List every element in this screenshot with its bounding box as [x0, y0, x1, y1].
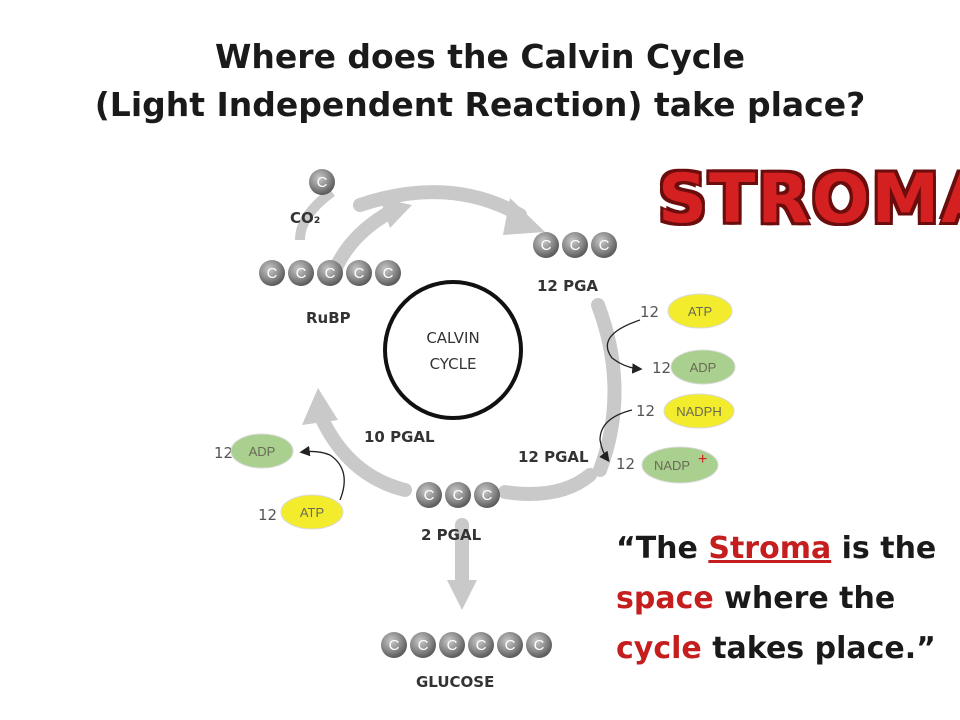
quote-mid: is the [831, 531, 937, 566]
carbon-atom [526, 632, 552, 658]
glucose-label: GLUCOSE [416, 673, 494, 691]
arrowhead-top [503, 198, 545, 235]
co2-label: CO₂ [290, 209, 320, 227]
stroma-definition-quote: “The Stroma is the space where the cycle t… [616, 524, 956, 674]
quote-end: takes place.” [701, 631, 936, 666]
arrowhead-down [447, 580, 477, 610]
arrowhead-left [302, 388, 338, 425]
carbon-atom [259, 260, 285, 286]
molecule-name: ATP [300, 505, 324, 520]
page-title-line-1: Where does the Calvin Cycle [215, 37, 745, 76]
page-title-line-2: (Light Independent Reaction) take place? [94, 85, 866, 124]
molecule-count: 12 [214, 444, 233, 462]
carbon-atom [346, 260, 372, 286]
adp-ellipse [230, 433, 294, 469]
carbon-label: C [317, 174, 328, 191]
molecule-name: NADP [654, 458, 690, 473]
carbon-atom [468, 632, 494, 658]
carbon-atom [474, 482, 500, 508]
carbon-atom [410, 632, 436, 658]
arc-lower-left [311, 403, 412, 497]
molecule-count: 12 [636, 402, 655, 420]
center-label-line-1: CALVIN [426, 329, 479, 347]
molecule-name: ATP [688, 304, 712, 319]
molecule-count: 12 [652, 359, 671, 377]
co2-entry-arc [295, 187, 335, 241]
pgal2-label: 2 PGAL [421, 526, 482, 544]
molecule-name: NADPH [676, 404, 722, 419]
carbon-atom [533, 232, 559, 258]
nadph-nadp-arrow [599, 409, 633, 463]
carbon-atom [309, 169, 335, 195]
center-label-line-2: CYCLE [430, 355, 477, 373]
glucose-molecule: C C C C C C [381, 632, 552, 658]
molecule-count: 12 [616, 455, 635, 473]
adp-out-right: 12 ADP [652, 349, 736, 385]
carbon-atom [445, 482, 471, 508]
carbon-label: C [570, 237, 581, 254]
quote-stroma-word: Stroma [708, 531, 832, 566]
carbon-label: C [354, 265, 365, 282]
adp-ellipse [670, 349, 736, 385]
quote-where: where the [713, 581, 896, 616]
pgal-molecule: C C C [416, 482, 500, 508]
pgal12-label: 12 PGAL [518, 448, 589, 466]
carbon-label: C [418, 637, 429, 654]
molecule-count: 12 [258, 506, 277, 524]
carbon-label: C [296, 265, 307, 282]
cycle-arrowheads [302, 198, 545, 610]
stroma-heading: STROMA [658, 160, 960, 239]
carbon-atom [416, 482, 442, 508]
carbon-label: C [389, 637, 400, 654]
quote-cycle-word: cycle [616, 631, 702, 666]
carbon-atom [439, 632, 465, 658]
nadp-out-right: 12 NADP + [616, 446, 719, 484]
molecule-count: 12 [640, 303, 659, 321]
nadph-in-right: 12 NADPH [636, 393, 735, 429]
quote-open: “The [616, 531, 709, 566]
carbon-label: C [534, 637, 545, 654]
molecule-name: ADP [249, 444, 276, 459]
carbon-label: C [505, 637, 516, 654]
co2-molecule: C [309, 169, 335, 195]
calvin-cycle-circle [383, 280, 523, 420]
carbon-label: C [482, 487, 493, 504]
rubp-label: RuBP [306, 309, 351, 327]
nadp-ellipse [641, 446, 719, 484]
carbon-label: C [325, 265, 336, 282]
pga-molecule: C C C [533, 232, 617, 258]
carbon-label: C [453, 487, 464, 504]
carbon-atom [317, 260, 343, 286]
carbon-label: C [424, 487, 435, 504]
carbon-atom [562, 232, 588, 258]
carbon-atom [497, 632, 523, 658]
carbon-atom [381, 632, 407, 658]
carbon-label: C [476, 637, 487, 654]
atp-in-left: 12 ATP [258, 494, 344, 530]
carbon-label: C [541, 237, 552, 254]
carbon-label: C [447, 637, 458, 654]
adp-out-left: 12 ADP [214, 433, 294, 469]
arrowhead-co2 [380, 198, 412, 228]
pga-label: 12 PGA [537, 277, 598, 295]
carbon-atom [591, 232, 617, 258]
carbon-label: C [267, 265, 278, 282]
pgal10-label: 10 PGAL [364, 428, 435, 446]
carbon-atom [375, 260, 401, 286]
atp-ellipse [667, 293, 733, 329]
carbon-label: C [383, 265, 394, 282]
atp-in-right: 12 ATP [640, 293, 733, 329]
plus-superscript: + [698, 451, 707, 468]
molecule-name: ADP [690, 360, 717, 375]
rubp-molecule: C C C C C [259, 260, 401, 286]
atp-adp-arrow-left [299, 445, 345, 501]
atp-ellipse [280, 494, 344, 530]
carbon-label: C [599, 237, 610, 254]
nadph-ellipse [663, 393, 735, 429]
atp-adp-arrow [606, 319, 643, 374]
quote-space-word: space [616, 581, 714, 616]
carbon-atom [288, 260, 314, 286]
arc-lower-right [498, 468, 597, 501]
